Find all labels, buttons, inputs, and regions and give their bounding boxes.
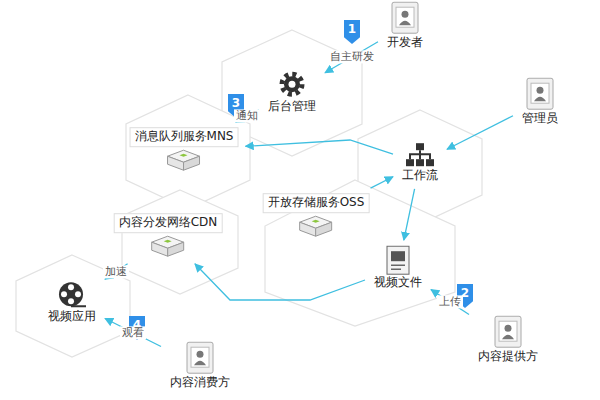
edge-label: 自主研发 [328, 51, 376, 64]
provider-node: 内容提供方 [472, 313, 544, 367]
admin-node: 管理员 [516, 75, 564, 129]
film-icon [56, 279, 88, 309]
person-icon [493, 315, 523, 349]
node-label: 工作流 [400, 168, 440, 184]
video-app-node: 视频应用 [42, 277, 102, 327]
node-label: 消息队列服务MNS [130, 127, 239, 147]
hexagon [16, 255, 130, 357]
node-label: 后台管理 [266, 99, 318, 115]
cdn-node: 内容分发网络CDN [110, 211, 227, 261]
edge-label: 上传 [437, 295, 463, 308]
flow-connector [404, 189, 415, 240]
node-label: 管理员 [520, 111, 560, 127]
node-label: 开放存储服务OSS [263, 193, 370, 213]
flow-connector [195, 264, 365, 300]
node-label: 视频应用 [46, 309, 98, 325]
developer-node: 开发者 [381, 0, 429, 53]
person-icon [185, 341, 215, 375]
node-label: 内容消费方 [168, 375, 232, 391]
hexagon [122, 190, 238, 294]
oss-node: 开放存储服务OSS [259, 191, 374, 241]
box-icon [164, 147, 204, 173]
hexagon [126, 95, 250, 209]
node-label: 内容提供方 [476, 349, 540, 365]
callout-number: 1 [344, 20, 360, 44]
video-file-node: 视频文件 [368, 243, 428, 293]
flow-icon [405, 142, 435, 168]
consumer-node: 内容消费方 [164, 339, 236, 393]
node-label: 视频文件 [372, 275, 424, 291]
person-icon [390, 1, 420, 35]
person-icon [525, 77, 555, 111]
node-label: 内容分发网络CDN [114, 213, 223, 233]
flow-connector [447, 116, 513, 150]
mns-node: 消息队列服务MNS [126, 125, 243, 175]
edge-label: 加速 [103, 265, 129, 278]
workflow-node: 工作流 [396, 140, 444, 186]
edge-label: 观看 [120, 326, 146, 339]
flow-connector [245, 140, 393, 154]
box-icon [296, 213, 336, 239]
node-label: 开发者 [385, 35, 425, 51]
box-icon [148, 233, 188, 259]
edge-label: 通知 [234, 109, 260, 122]
gear-icon [277, 69, 307, 99]
backend-node: 后台管理 [262, 67, 322, 117]
file-icon [385, 245, 411, 275]
flow-connector [371, 177, 393, 188]
flow-connector [325, 42, 378, 73]
